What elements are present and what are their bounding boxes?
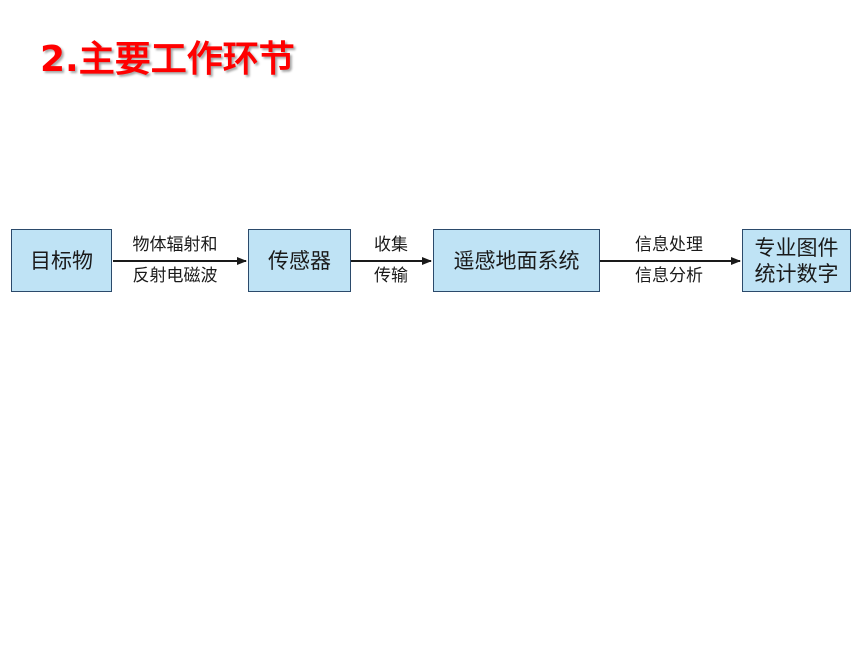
- edge-label-transmit-line-2: 传输: [374, 266, 408, 286]
- node-sensor: 传感器: [248, 229, 351, 292]
- edge-label-radiation-line-1: 物体辐射和: [132, 235, 218, 255]
- node-sensor-line: 传感器: [268, 248, 331, 273]
- edge-label-radiation: 物体辐射和 反射电磁波: [113, 233, 237, 289]
- node-target-object: 目标物: [11, 229, 112, 292]
- edge-label-processing-line-2: 信息分析: [635, 266, 703, 286]
- node-output-products: 专业图件 统计数字: [742, 229, 851, 292]
- node-output-line-1: 专业图件: [754, 235, 839, 260]
- node-target-object-line: 目标物: [30, 248, 93, 273]
- edge-label-radiation-line-2: 反射电磁波: [132, 266, 218, 286]
- page-title: 2.主要工作环节: [40, 39, 295, 80]
- node-ground-system: 遥感地面系统: [433, 229, 600, 292]
- node-output-line-2: 统计数字: [754, 261, 839, 286]
- node-ground-system-line: 遥感地面系统: [453, 248, 580, 273]
- edge-label-processing: 信息处理 信息分析: [600, 233, 738, 289]
- edge-label-transmit: 收集 传输: [351, 233, 431, 289]
- edge-label-transmit-line-1: 收集: [374, 235, 408, 255]
- edge-label-processing-line-1: 信息处理: [635, 235, 703, 255]
